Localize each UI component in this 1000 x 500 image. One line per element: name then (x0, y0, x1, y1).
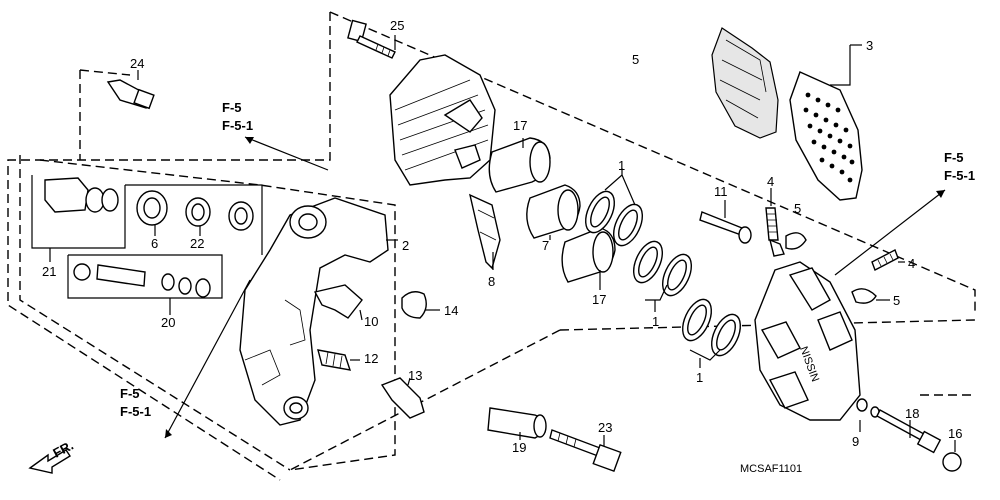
part-label-13: 13 (408, 368, 422, 383)
part-label-3: 3 (866, 38, 873, 53)
part-label-11: 11 (714, 184, 728, 199)
part-label-21: 21 (42, 264, 56, 279)
part-label-4b: 4 (908, 256, 915, 271)
piston-seals (584, 168, 742, 368)
ref-f51-bottom: F-5-1 (120, 404, 151, 419)
part-label-24: 24 (130, 56, 144, 71)
part-label-1c: 1 (696, 370, 703, 385)
reference-labels: F-5 F-5-1 F-5 F-5-1 F-5 F-5-1 (120, 100, 975, 419)
part-label-6: 6 (151, 236, 158, 251)
brake-pad-set (711, 27, 863, 201)
part-label-14: 14 (444, 303, 458, 318)
part-label-23: 23 (598, 420, 612, 435)
group-brackets (31, 175, 263, 315)
part-label-15: 5 (632, 52, 639, 67)
part-label-10: 10 (364, 314, 378, 329)
part-label-12: 12 (364, 351, 378, 366)
part-labels: 1 1 1 2 3 4 4 5 5 6 7 8 9 10 11 12 13 14… (42, 18, 962, 455)
part-label-9: 9 (852, 434, 859, 449)
caliper-body-outer (754, 261, 861, 421)
reference-arrows (164, 136, 946, 439)
pad-spring-8 (469, 193, 501, 270)
diagram-code: MCSAF1101 (740, 463, 802, 475)
caliper-pistons (488, 137, 616, 290)
bracket-hardware (313, 284, 440, 419)
bracket-small-parts (44, 70, 254, 298)
part-label-19: 19 (512, 440, 526, 455)
bolt-25 (347, 19, 396, 59)
assembly-outlines (7, 11, 976, 481)
bleeder-valves (765, 188, 905, 304)
part-label-18: 18 (905, 406, 919, 421)
part-label-16: 16 (948, 426, 962, 441)
ref-f5-top: F-5 (222, 100, 242, 115)
part-label-4a: 4 (767, 174, 774, 189)
part-label-1a: 1 (618, 158, 625, 173)
part-label-25: 25 (390, 18, 404, 33)
part-label-1b: 1 (652, 314, 659, 329)
caliper-hardware (856, 398, 962, 472)
part-label-17a: 17 (513, 118, 527, 133)
lower-hardware (487, 407, 622, 473)
front-direction-arrow (28, 449, 71, 474)
part-label-5b: 5 (893, 293, 900, 308)
part-label-7: 7 (542, 238, 549, 253)
pad-pin-11 (699, 200, 752, 244)
part-label-8: 8 (488, 274, 495, 289)
ref-f5-bottom: F-5 (120, 386, 140, 401)
caliper-body-inner (389, 54, 496, 186)
part-label-2: 2 (402, 238, 409, 253)
caliper-bracket-2 (239, 197, 398, 426)
part-label-22: 22 (190, 236, 204, 251)
part-label-5a: 5 (794, 201, 801, 216)
ref-f51-right: F-5-1 (944, 168, 975, 183)
ref-f5-right: F-5 (944, 150, 964, 165)
ref-f51-top: F-5-1 (222, 118, 253, 133)
part-label-20: 20 (161, 315, 175, 330)
part-label-17b: 17 (592, 292, 606, 307)
